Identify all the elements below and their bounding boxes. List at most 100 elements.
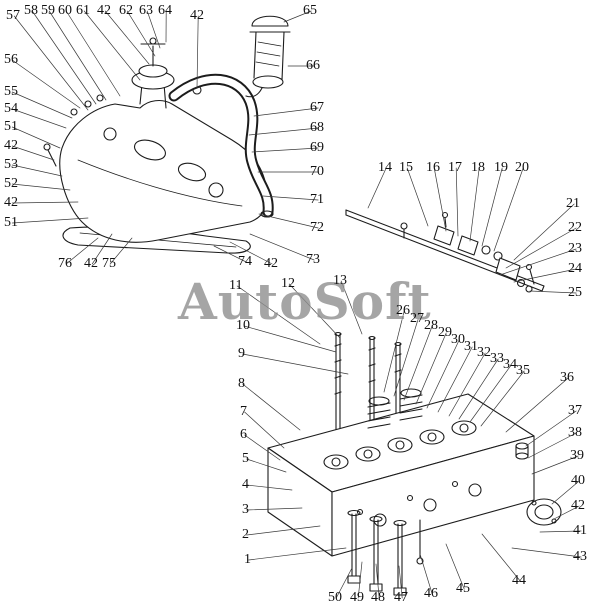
leader-line [11,91,73,119]
callout-label: 37 [568,403,582,418]
leader-line [288,283,341,339]
leader-line [340,280,363,335]
leader-line [357,561,363,599]
leader-line [246,458,287,473]
callout-label: 45 [456,581,470,596]
leader-line [415,332,447,405]
leader-line [91,233,113,265]
leader-line [65,10,121,97]
leader-line [539,530,582,533]
callout-label: 24 [568,261,582,276]
callout-label: 72 [310,220,324,235]
callout-label: 70 [310,164,324,179]
callout-label: 66 [306,58,320,73]
callout-label: 9 [238,346,245,361]
callout-label: 42 [97,3,111,18]
leader-line [126,10,156,57]
leader-line [109,237,133,265]
callout-label: 59 [41,3,55,18]
leader-line [11,217,89,224]
leader-line [335,567,353,599]
callout-label: 41 [573,523,587,538]
callout-label: 71 [310,192,324,207]
leader-line [455,167,459,237]
leader-line [529,290,577,294]
callout-label: 57 [6,8,20,23]
callout-label: 63 [139,3,153,18]
leader-line [196,15,199,89]
callout-label: 20 [515,160,529,175]
leader-line [469,167,480,242]
callout-label: 42 [571,498,585,513]
callout-label: 62 [119,3,133,18]
callout-label: 21 [566,196,580,211]
watermark: AutoSoft [178,272,432,331]
leader-line [248,547,347,561]
callout-label: 50 [328,590,342,605]
callout-label: 56 [4,52,18,67]
callout-label: 35 [516,363,530,378]
leader-line [551,505,580,521]
callout-label: 42 [264,256,278,271]
callout-label: 32 [477,345,491,360]
callout-label: 68 [310,120,324,135]
callout-label: 38 [568,425,582,440]
leader-line [445,543,465,590]
leader-line [11,108,67,129]
leader-line [242,383,301,431]
leader-line [375,563,380,599]
callout-label: 23 [568,241,582,256]
callout-label: 25 [568,285,582,300]
callout-label: 2 [242,527,249,542]
callout-label: 15 [399,160,413,175]
callout-label: 76 [58,256,72,271]
callout-label: 34 [503,357,517,372]
callout-label: 74 [238,254,252,269]
leader-line [480,370,525,427]
leader-line [229,241,273,265]
callout-label: 36 [560,370,574,385]
callout-label: 64 [158,3,172,18]
callout-label: 55 [4,84,18,99]
leader-line [531,455,579,475]
callout-label: 12 [281,276,295,291]
callout-label: 67 [310,100,324,115]
leader-line [11,183,71,191]
leader-line [419,553,433,595]
leader-line [505,377,569,433]
leader-line [406,167,429,227]
cylinder-head-assembly-drawing [267,331,562,596]
callout-label: 73 [306,252,320,267]
leader-line [437,346,473,413]
leader-line [403,325,433,401]
leader-line [493,167,524,252]
leader-line [48,10,107,101]
callout-label: 8 [238,376,245,391]
callout-label: 18 [471,160,485,175]
leader-line [31,10,97,105]
callout-label: 33 [490,351,504,366]
leader-line [383,310,405,393]
leader-line [246,484,293,491]
callout-label: 48 [371,590,385,605]
callout-label: 39 [570,448,584,463]
callout-label: 42 [190,8,204,23]
leader-line [11,59,81,109]
leader-line [481,533,521,582]
leader-line [551,480,580,505]
leader-line [426,339,460,409]
callout-label: 10 [236,318,250,333]
callout-label: 60 [58,3,72,18]
leader-line [213,245,247,263]
callout-label: 1 [244,552,251,567]
leader-line [511,547,582,558]
callout-label: 4 [242,477,249,492]
leader-line [253,107,319,117]
callout-label: 42 [84,256,98,271]
leader-line [11,164,63,177]
callout-label: 14 [378,160,392,175]
callout-label: 22 [568,220,582,235]
callout-label: 61 [76,3,90,18]
